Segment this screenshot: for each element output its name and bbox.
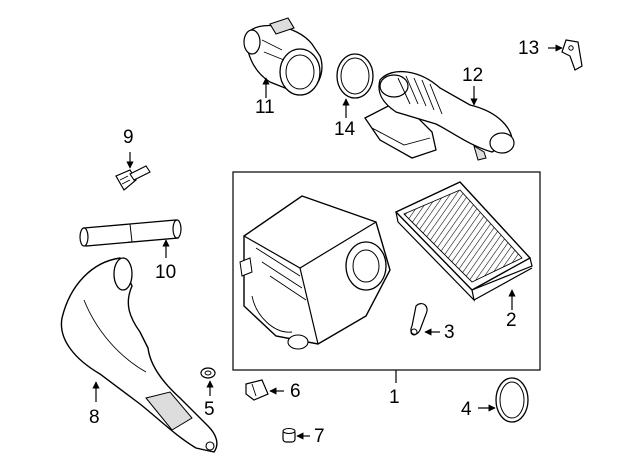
callout-8: 8 [89, 407, 100, 428]
part-2-air-filter[interactable] [394, 181, 533, 302]
part-8-intake-hose[interactable] [60, 257, 218, 453]
part-12-intake-duct[interactable] [364, 70, 515, 161]
callout-3: 3 [444, 322, 455, 343]
callout-7: 7 [314, 426, 325, 447]
part-5-grommet[interactable] [200, 367, 216, 379]
callout-1: 1 [389, 387, 400, 408]
part-6-clip[interactable] [245, 379, 269, 401]
callout-9: 9 [123, 127, 134, 148]
callout-4: 4 [461, 399, 472, 420]
part-13-bracket[interactable] [561, 39, 583, 71]
callout-10: 10 [155, 262, 177, 283]
part-7-plug[interactable] [282, 428, 296, 443]
part-9-temperature-sensor[interactable] [115, 165, 151, 191]
callout-12: 12 [462, 65, 484, 86]
part-3-hose-clip[interactable] [410, 302, 428, 336]
assembly-boundary-box [232, 171, 541, 371]
callout-6: 6 [290, 381, 301, 402]
part-11-mass-air-flow-sensor[interactable] [243, 17, 323, 96]
part-10-tube[interactable] [79, 219, 182, 247]
callout-14: 14 [334, 119, 356, 140]
callout-11: 11 [255, 97, 275, 118]
callout-13: 13 [518, 38, 540, 59]
part-14-clamp-ring[interactable] [336, 53, 374, 99]
callout-2: 2 [506, 310, 517, 331]
part-1-air-cleaner-housing[interactable] [239, 195, 391, 350]
callout-5: 5 [204, 399, 215, 420]
part-4-seal-ring[interactable] [495, 377, 529, 423]
